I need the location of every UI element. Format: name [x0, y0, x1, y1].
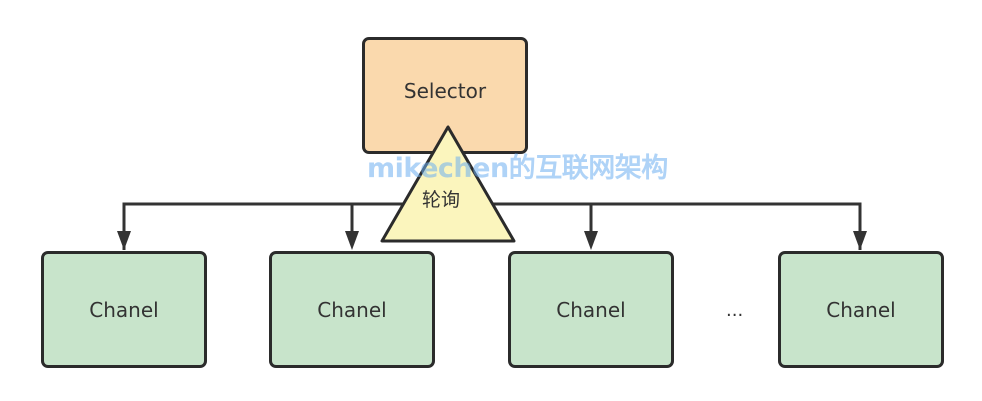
arrowhead-1	[117, 231, 131, 250]
channel-label: Chanel	[317, 297, 387, 322]
channel-label: Chanel	[89, 297, 159, 322]
ellipsis: ...	[726, 300, 744, 321]
channel-node-2: Chanel	[269, 251, 435, 368]
watermark: mikechen的互联网架构	[367, 153, 668, 184]
channel-node-1: Chanel	[41, 251, 207, 368]
polling-label: 轮询	[422, 189, 461, 211]
channel-label: Chanel	[826, 297, 896, 322]
arrowhead-2	[345, 231, 359, 250]
polling-triangle	[380, 125, 516, 243]
arrowhead-4	[853, 231, 867, 250]
selector-label: Selector	[403, 78, 487, 103]
arrowhead-3	[584, 231, 598, 250]
channel-node-3: Chanel	[508, 251, 674, 368]
channel-node-4: Chanel	[778, 251, 944, 368]
channel-label: Chanel	[556, 297, 626, 322]
